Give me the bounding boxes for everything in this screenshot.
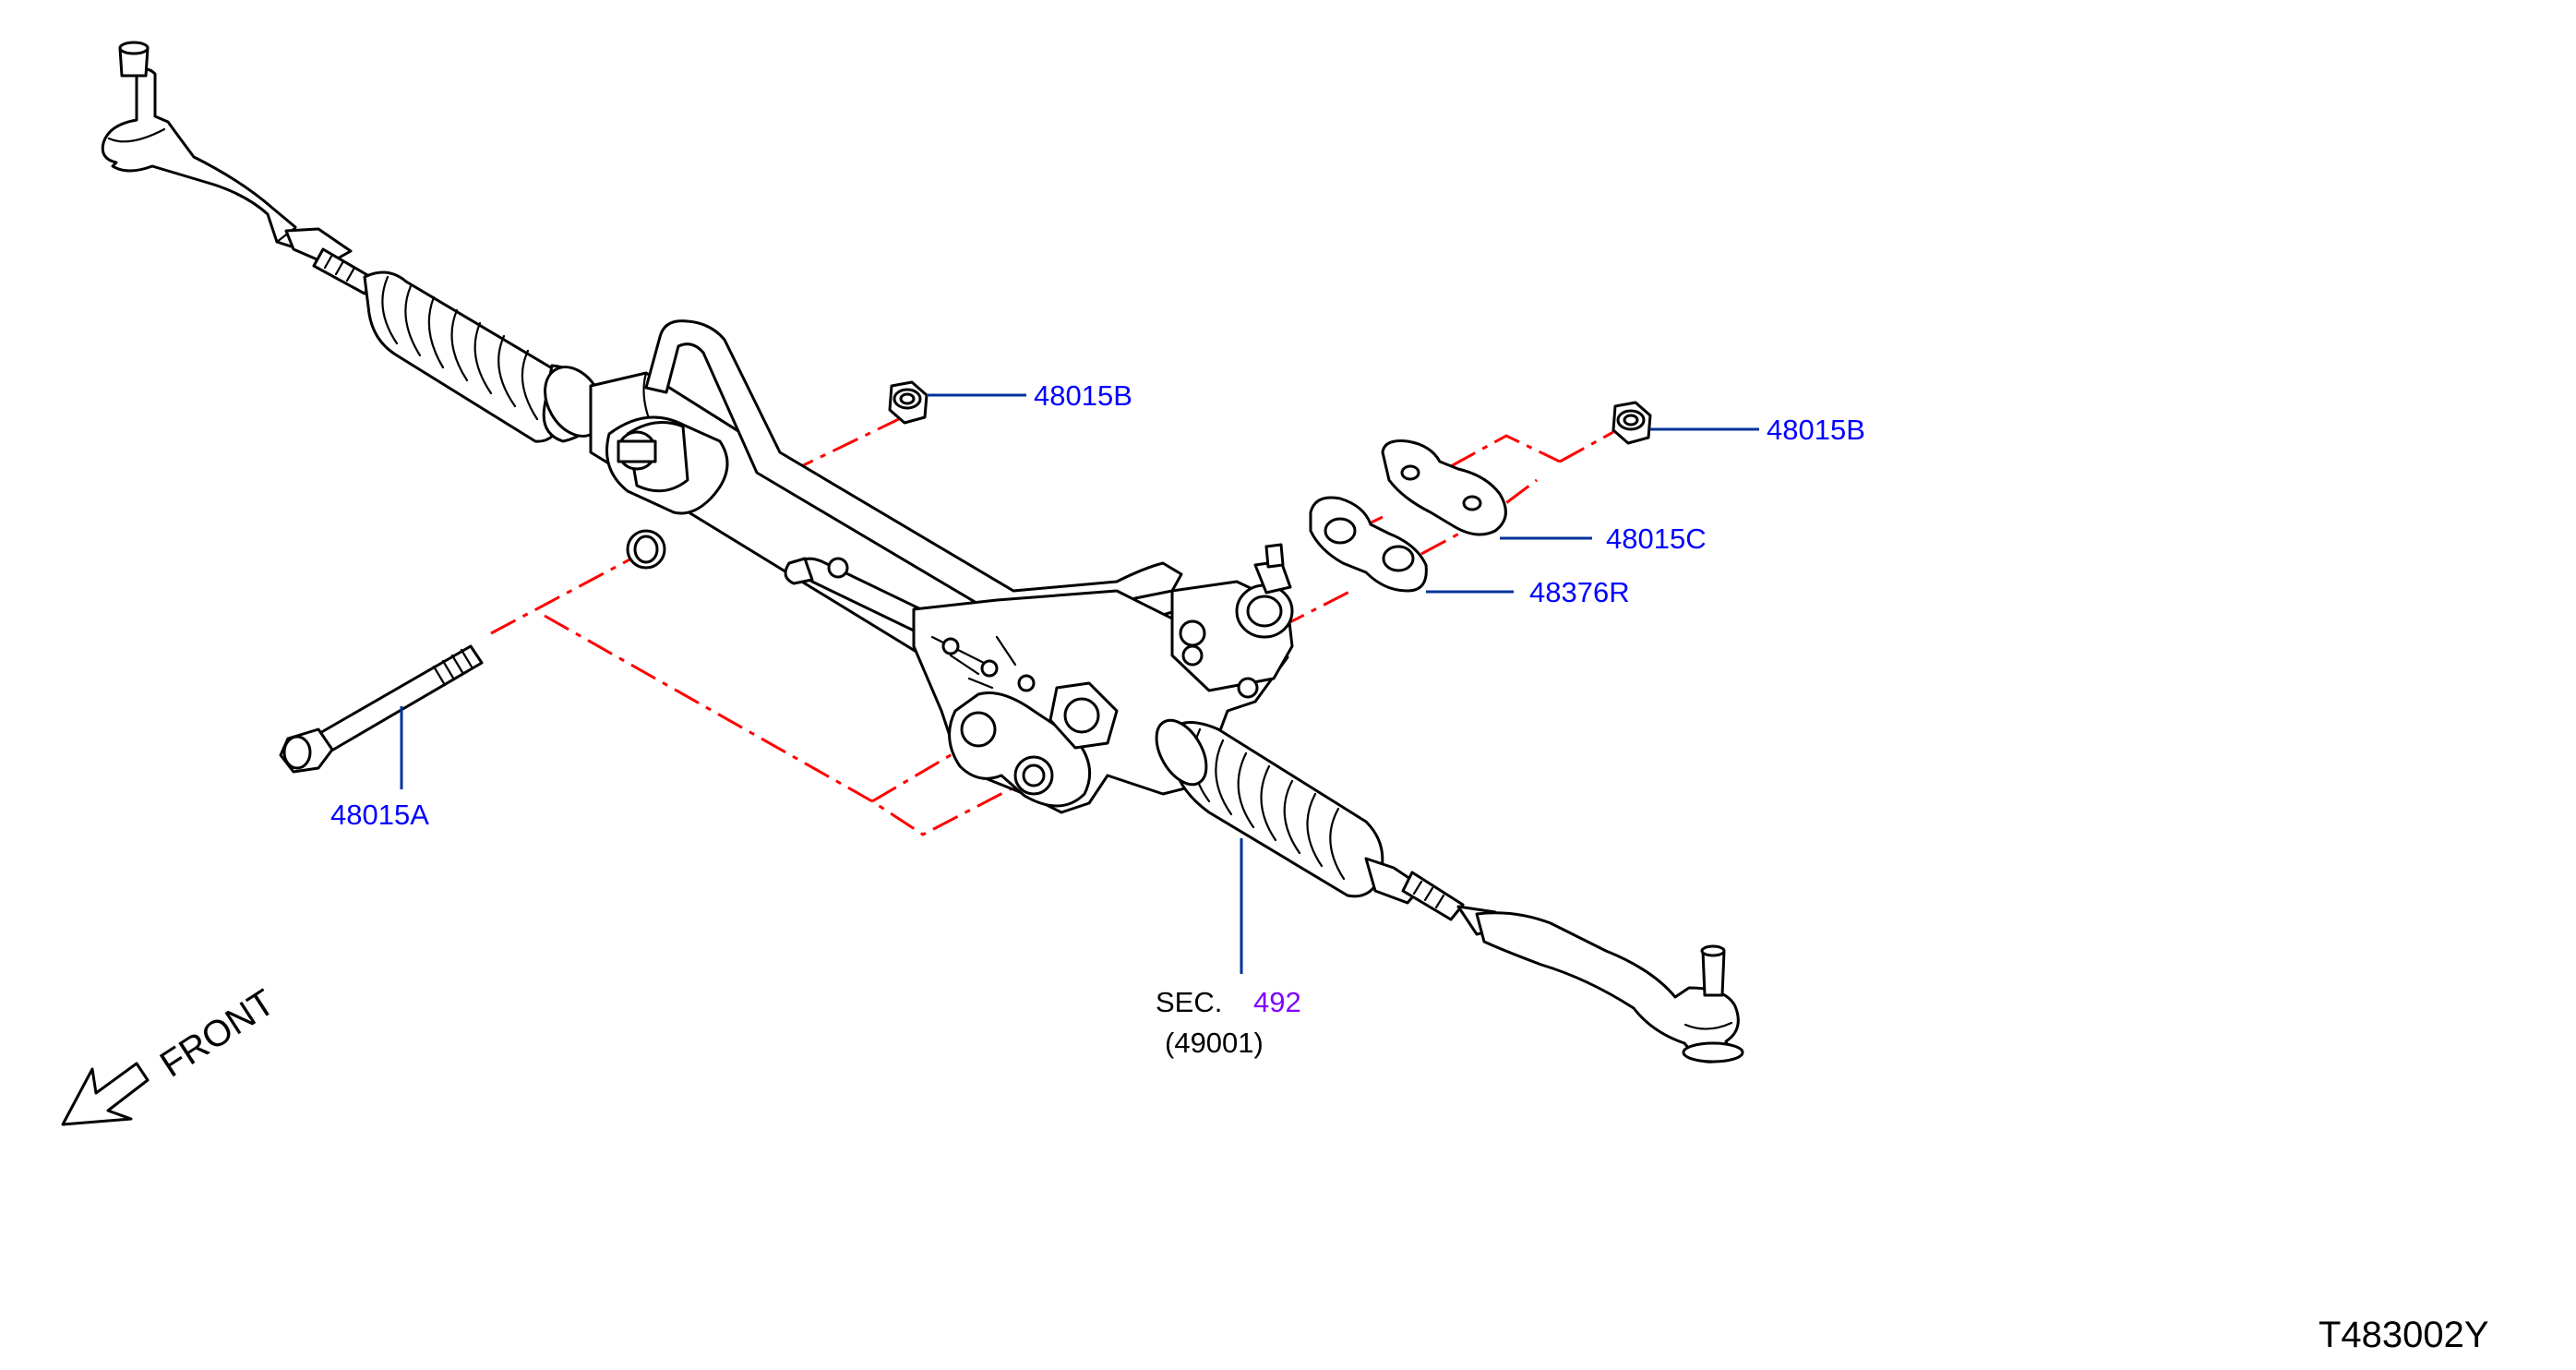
left-tie-rod-end [101,41,376,295]
drawing-code: T483002Y [2318,1315,2489,1355]
nut-48015B-upper [888,380,929,425]
section-number-link[interactable]: 492 [1253,986,1301,1018]
label-48376R[interactable]: 48376R [1529,576,1630,608]
front-arrow-icon [61,1062,150,1126]
insulator-48376R [1309,496,1428,593]
left-boot [363,270,605,443]
assembly-line-upper-nut [791,415,904,473]
plate-48015C [1381,439,1507,536]
label-48015A[interactable]: 48015A [330,799,429,831]
assembly-line-lower-branch [871,751,956,803]
section-prefix: SEC. [1156,986,1222,1018]
bolt-48015A [279,644,484,774]
label-48015B-upper[interactable]: 48015B [1034,379,1132,412]
label-48015B-right[interactable]: 48015B [1767,414,1865,446]
right-boot [1155,718,1423,905]
assembly-line-lower-run [544,614,1016,836]
front-label: FRONT [153,982,282,1086]
callout-leaders [400,393,1759,974]
front-indicator: FRONT [61,982,282,1126]
right-tie-rod-end [1401,871,1744,1064]
section-part-code: (49001) [1165,1027,1264,1059]
label-48015C[interactable]: 48015C [1606,523,1707,555]
nut-48015B-right [1611,401,1652,445]
assembly-line-bolt-to-rack [490,554,638,635]
